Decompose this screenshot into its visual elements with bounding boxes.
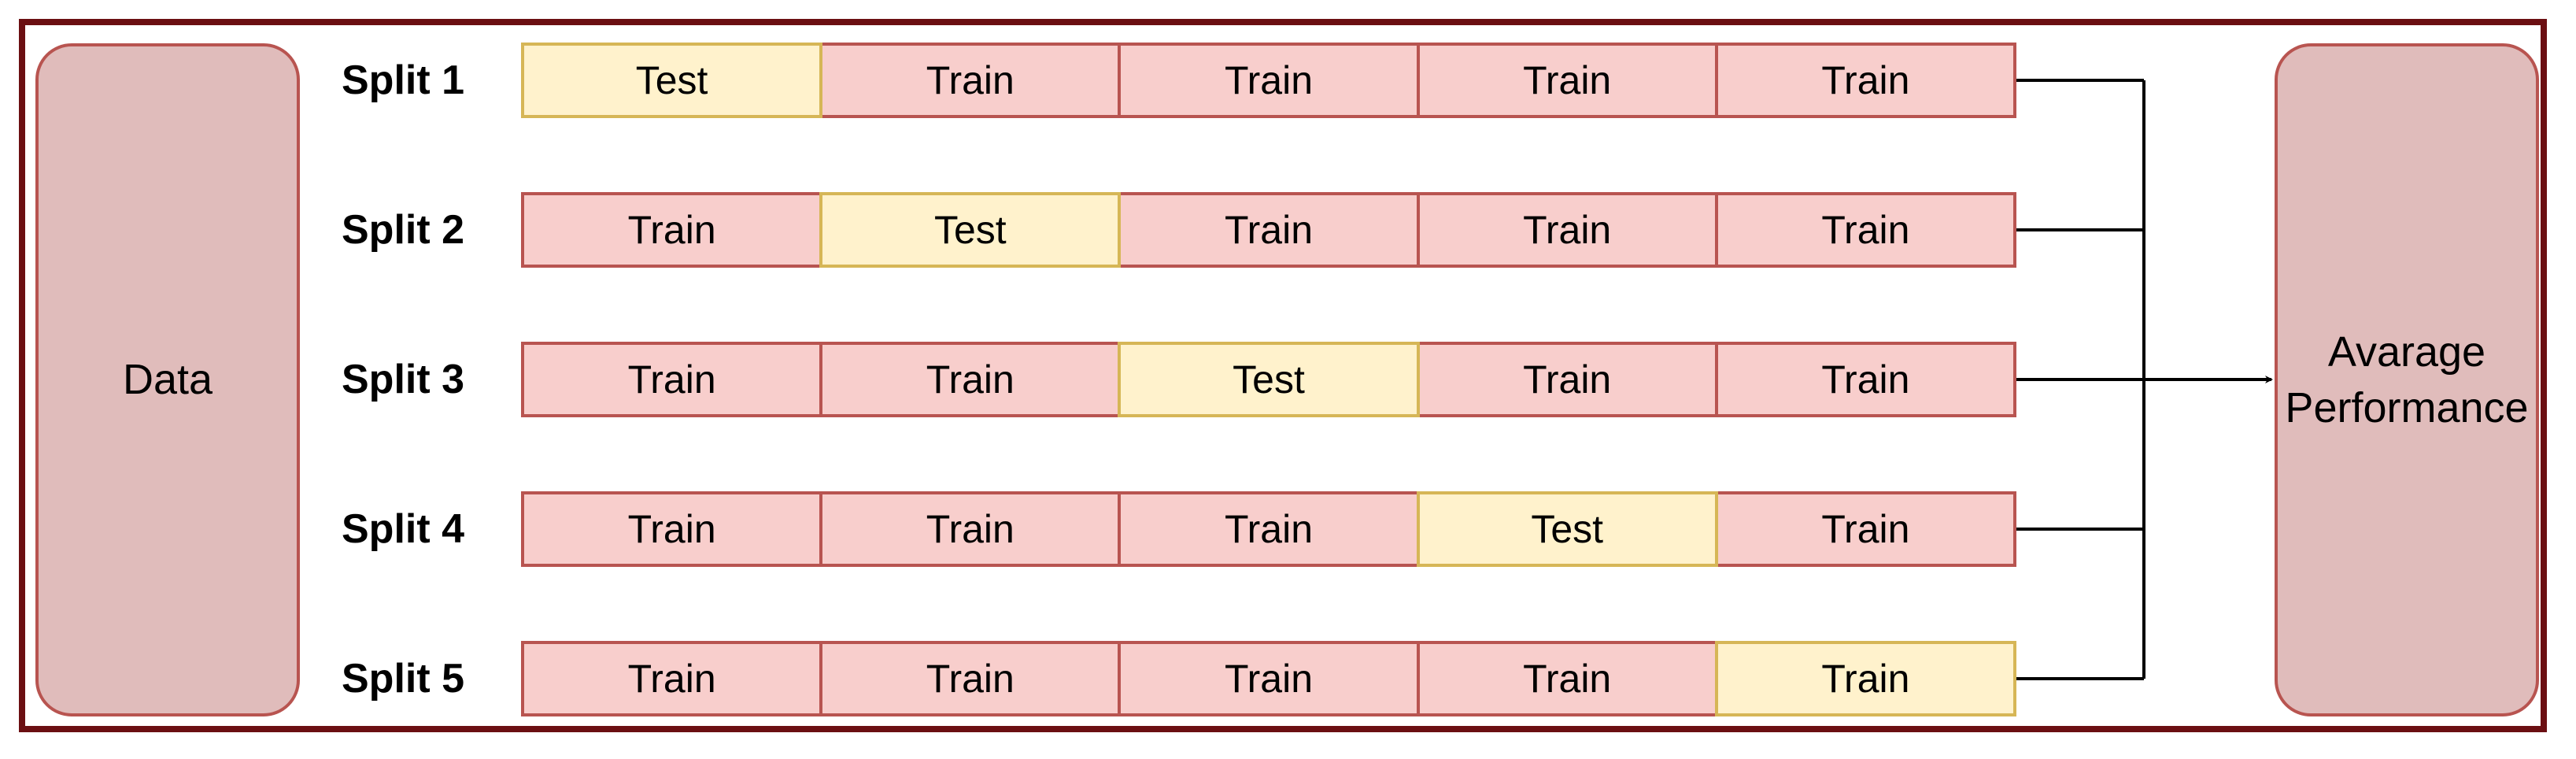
train-fold-cell: Train	[1416, 641, 1718, 716]
train-fold-cell: Train	[1118, 43, 1420, 118]
average-performance-box: Avarage Performance	[2275, 43, 2539, 716]
train-fold-cell: Train	[1416, 43, 1718, 118]
test-fold-cell: Test	[1416, 491, 1718, 567]
train-fold-cell: Train	[1118, 491, 1420, 567]
train-fold-cell: Train	[1714, 43, 2017, 118]
train-fold-cell: Train	[1714, 342, 2017, 417]
test-fold-cell: Test	[1118, 342, 1420, 417]
train-fold-cell: Train	[1118, 641, 1420, 716]
test-fold-cell: Test	[819, 192, 1122, 268]
test-fold-cell: Train	[1714, 641, 2017, 716]
train-fold-cell: Train	[521, 641, 823, 716]
train-fold-cell: Train	[819, 342, 1122, 417]
train-fold-cell: Train	[1714, 192, 2017, 268]
train-fold-cell: Train	[1416, 342, 1718, 417]
train-fold-cell: Train	[819, 491, 1122, 567]
data-box: Data	[35, 43, 300, 716]
data-label: Data	[122, 356, 213, 404]
train-fold-cell: Train	[1118, 192, 1420, 268]
split-label: Split 5	[342, 656, 465, 702]
train-fold-cell: Train	[1416, 192, 1718, 268]
split-label: Split 2	[342, 207, 465, 253]
average-performance-label: Avarage Performance	[2285, 328, 2529, 431]
train-fold-cell: Train	[819, 43, 1122, 118]
split-label: Split 1	[342, 57, 465, 103]
train-fold-cell: Train	[521, 491, 823, 567]
test-fold-cell: Test	[521, 43, 823, 118]
split-label: Split 3	[342, 357, 465, 402]
train-fold-cell: Train	[521, 192, 823, 268]
train-fold-cell: Train	[1714, 491, 2017, 567]
split-label: Split 4	[342, 506, 465, 552]
train-fold-cell: Train	[819, 641, 1122, 716]
train-fold-cell: Train	[521, 342, 823, 417]
